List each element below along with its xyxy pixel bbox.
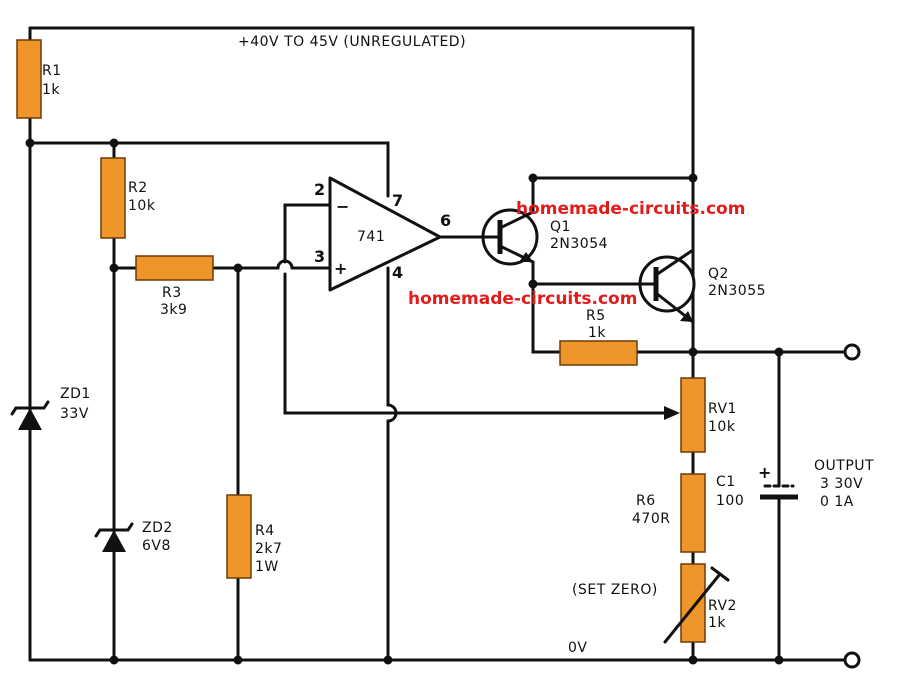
r3-ref: R3 [162,285,182,301]
r1-ref: R1 [42,63,62,79]
opamp-pin7: 7 [392,191,403,210]
opamp-pin4: 4 [392,263,403,282]
resistor-r4 [226,494,252,579]
r2-ref: R2 [128,180,148,196]
rv1-value: 10k [708,419,736,435]
c1-plus: + [758,463,771,482]
output-label-line3: 0 1A [820,494,854,510]
zd2-value: 6V8 [142,538,171,554]
opamp-pin6: 6 [440,211,451,230]
output-terminal-ground [843,651,861,669]
rv2-ref: RV2 [708,598,737,614]
capacitor-c1 [760,484,798,500]
rv2-adjust-arrow [663,566,730,644]
output-terminal-positive [843,343,861,361]
watermark-middle: homemade-circuits.com [408,289,637,309]
zd1-value: 33V [60,406,89,422]
resistor-r3 [135,255,214,281]
output-label-line1: OUTPUT [814,458,874,474]
r6-ref: R6 [636,493,656,509]
opamp-pin2: 2 [314,180,325,199]
zener-zd2 [94,522,134,552]
transistor-q1 [481,208,539,266]
opamp-name: 741 [357,229,385,245]
wires [28,26,850,662]
resistor-rv1 [680,377,706,453]
r6-value: 470R [632,511,670,527]
opamp-741 [328,176,442,292]
r5-ref: R5 [586,308,606,324]
watermark-top: homemade-circuits.com [516,199,745,219]
resistor-r2 [100,157,126,239]
r5-value: 1k [588,325,606,341]
resistor-r6 [680,473,706,553]
resistor-r1 [16,39,42,119]
supply-label: +40V TO 45V (UNREGULATED) [238,34,466,50]
zd2-ref: ZD2 [142,520,173,536]
q2-ref: Q2 [708,266,729,282]
opamp-plus: + [334,259,347,278]
q2-part: 2N3055 [708,283,766,299]
junction-dots [25,138,784,665]
rv1-wiper-arrow [664,406,680,420]
r1-value: 1k [42,82,60,98]
output-label-line2: 3 30V [820,476,863,492]
resistor-rv2 [680,563,706,643]
ground-label: 0V [568,640,587,656]
q1-ref: Q1 [550,219,571,235]
r3-value: 3k9 [160,302,187,318]
resistor-bodies [16,39,706,643]
r4-rating: 1W [255,559,279,575]
r4-ref: R4 [255,523,275,539]
transistor-q2 [638,248,696,324]
c1-ref: C1 [716,474,736,490]
r4-value: 2k7 [255,541,282,557]
zener-zd1 [10,400,50,430]
resistor-r5 [559,340,638,366]
opamp-minus: − [336,197,349,216]
rv1-ref: RV1 [708,401,737,417]
rv2-value: 1k [708,615,726,631]
q1-part: 2N3054 [550,236,608,252]
opamp-pin3: 3 [314,247,325,266]
r2-value: 10k [128,198,156,214]
c1-value: 100 [716,493,744,509]
set-zero-label: (SET ZERO) [572,582,658,598]
zd1-ref: ZD1 [60,386,91,402]
